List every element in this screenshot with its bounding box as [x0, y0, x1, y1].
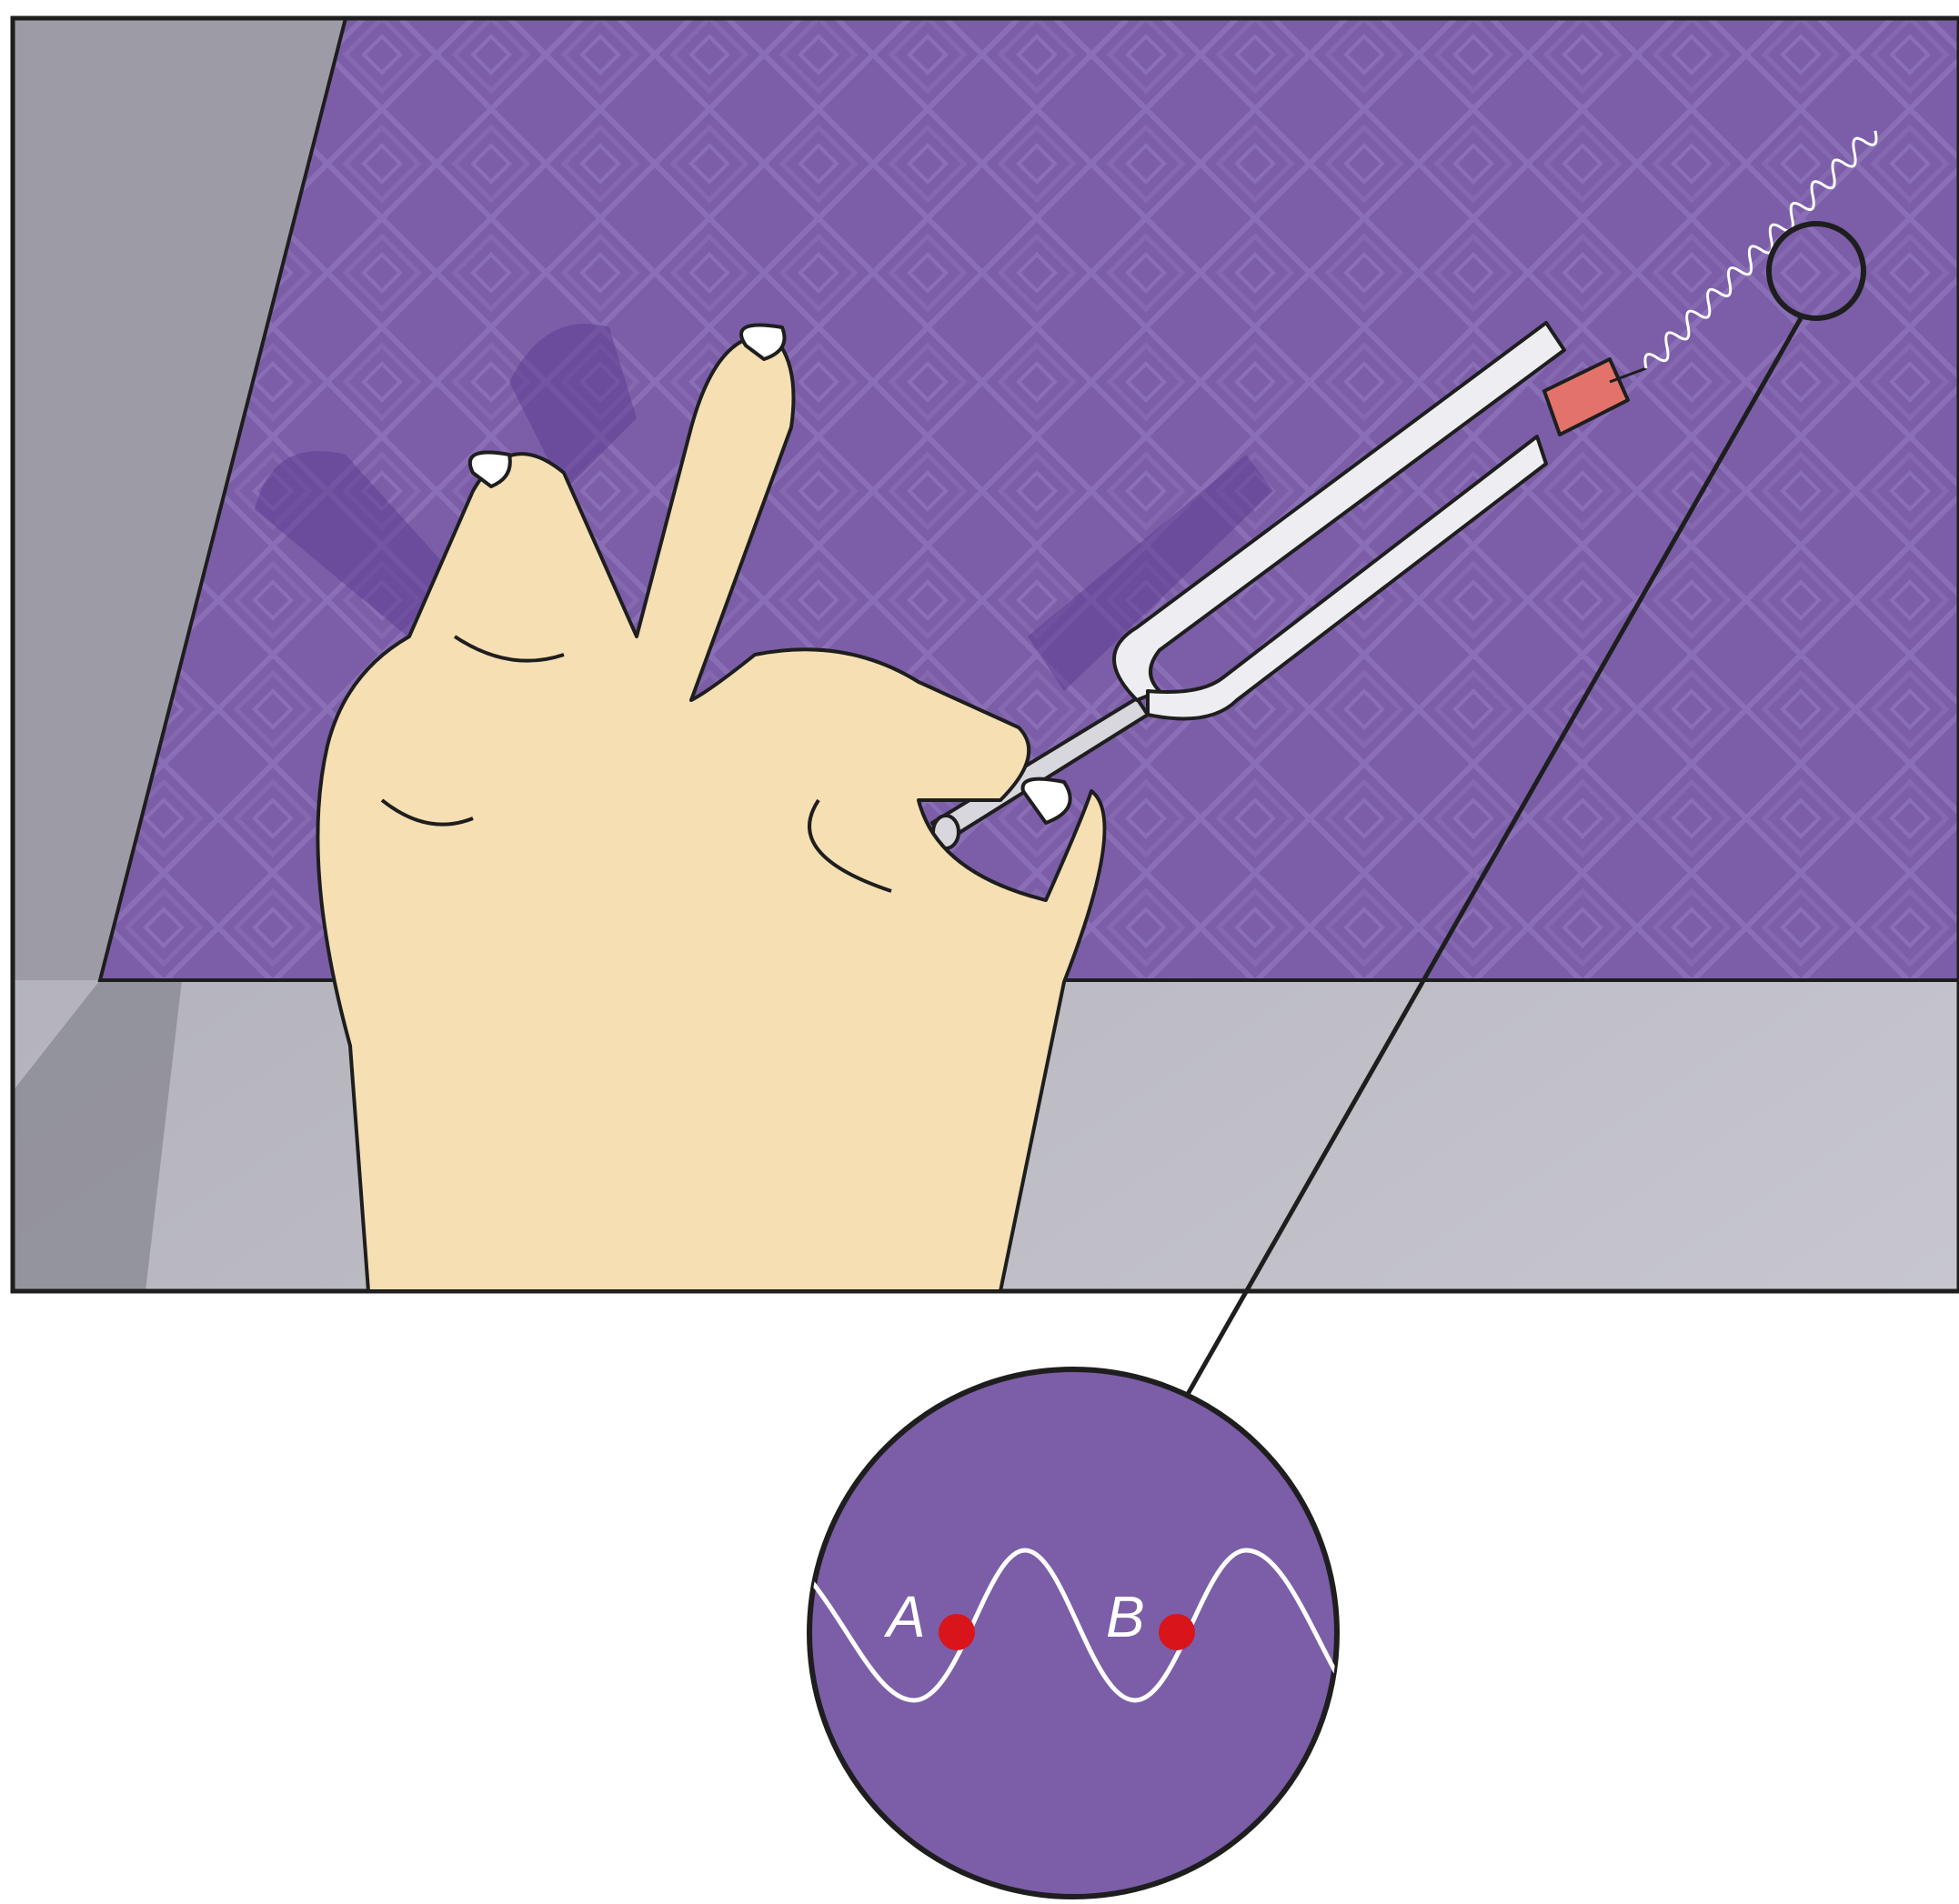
point-b-label: B [1106, 1584, 1145, 1649]
point-a-marker [939, 1614, 975, 1650]
point-a-label: A [883, 1584, 926, 1649]
zoom-inset: A B [805, 1369, 1346, 1897]
point-b-marker [1159, 1614, 1195, 1650]
